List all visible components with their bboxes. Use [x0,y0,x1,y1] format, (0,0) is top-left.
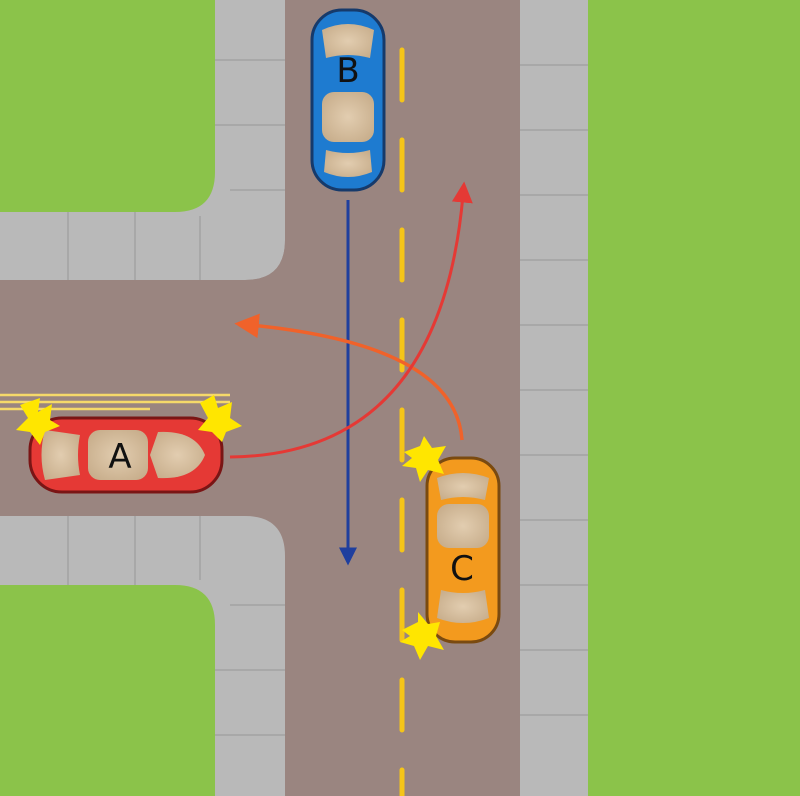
car-b: B [310,8,386,192]
car-a-path-arrow [229,181,473,459]
car-c: C [425,456,501,644]
car-a: A [28,416,224,494]
sidewalk-joints [67,59,588,736]
car-c-path-arrow [234,313,464,441]
road [0,0,520,796]
car-a-signal-bursts [16,395,242,445]
curb-corner-top [245,240,285,280]
car-c-label: C [450,549,474,589]
car-b-label: B [336,51,359,91]
car-c-signal-bursts [400,436,446,660]
curb-corner-bottom [245,516,285,556]
sidewalks [0,0,588,796]
car-a-label: A [108,437,131,477]
